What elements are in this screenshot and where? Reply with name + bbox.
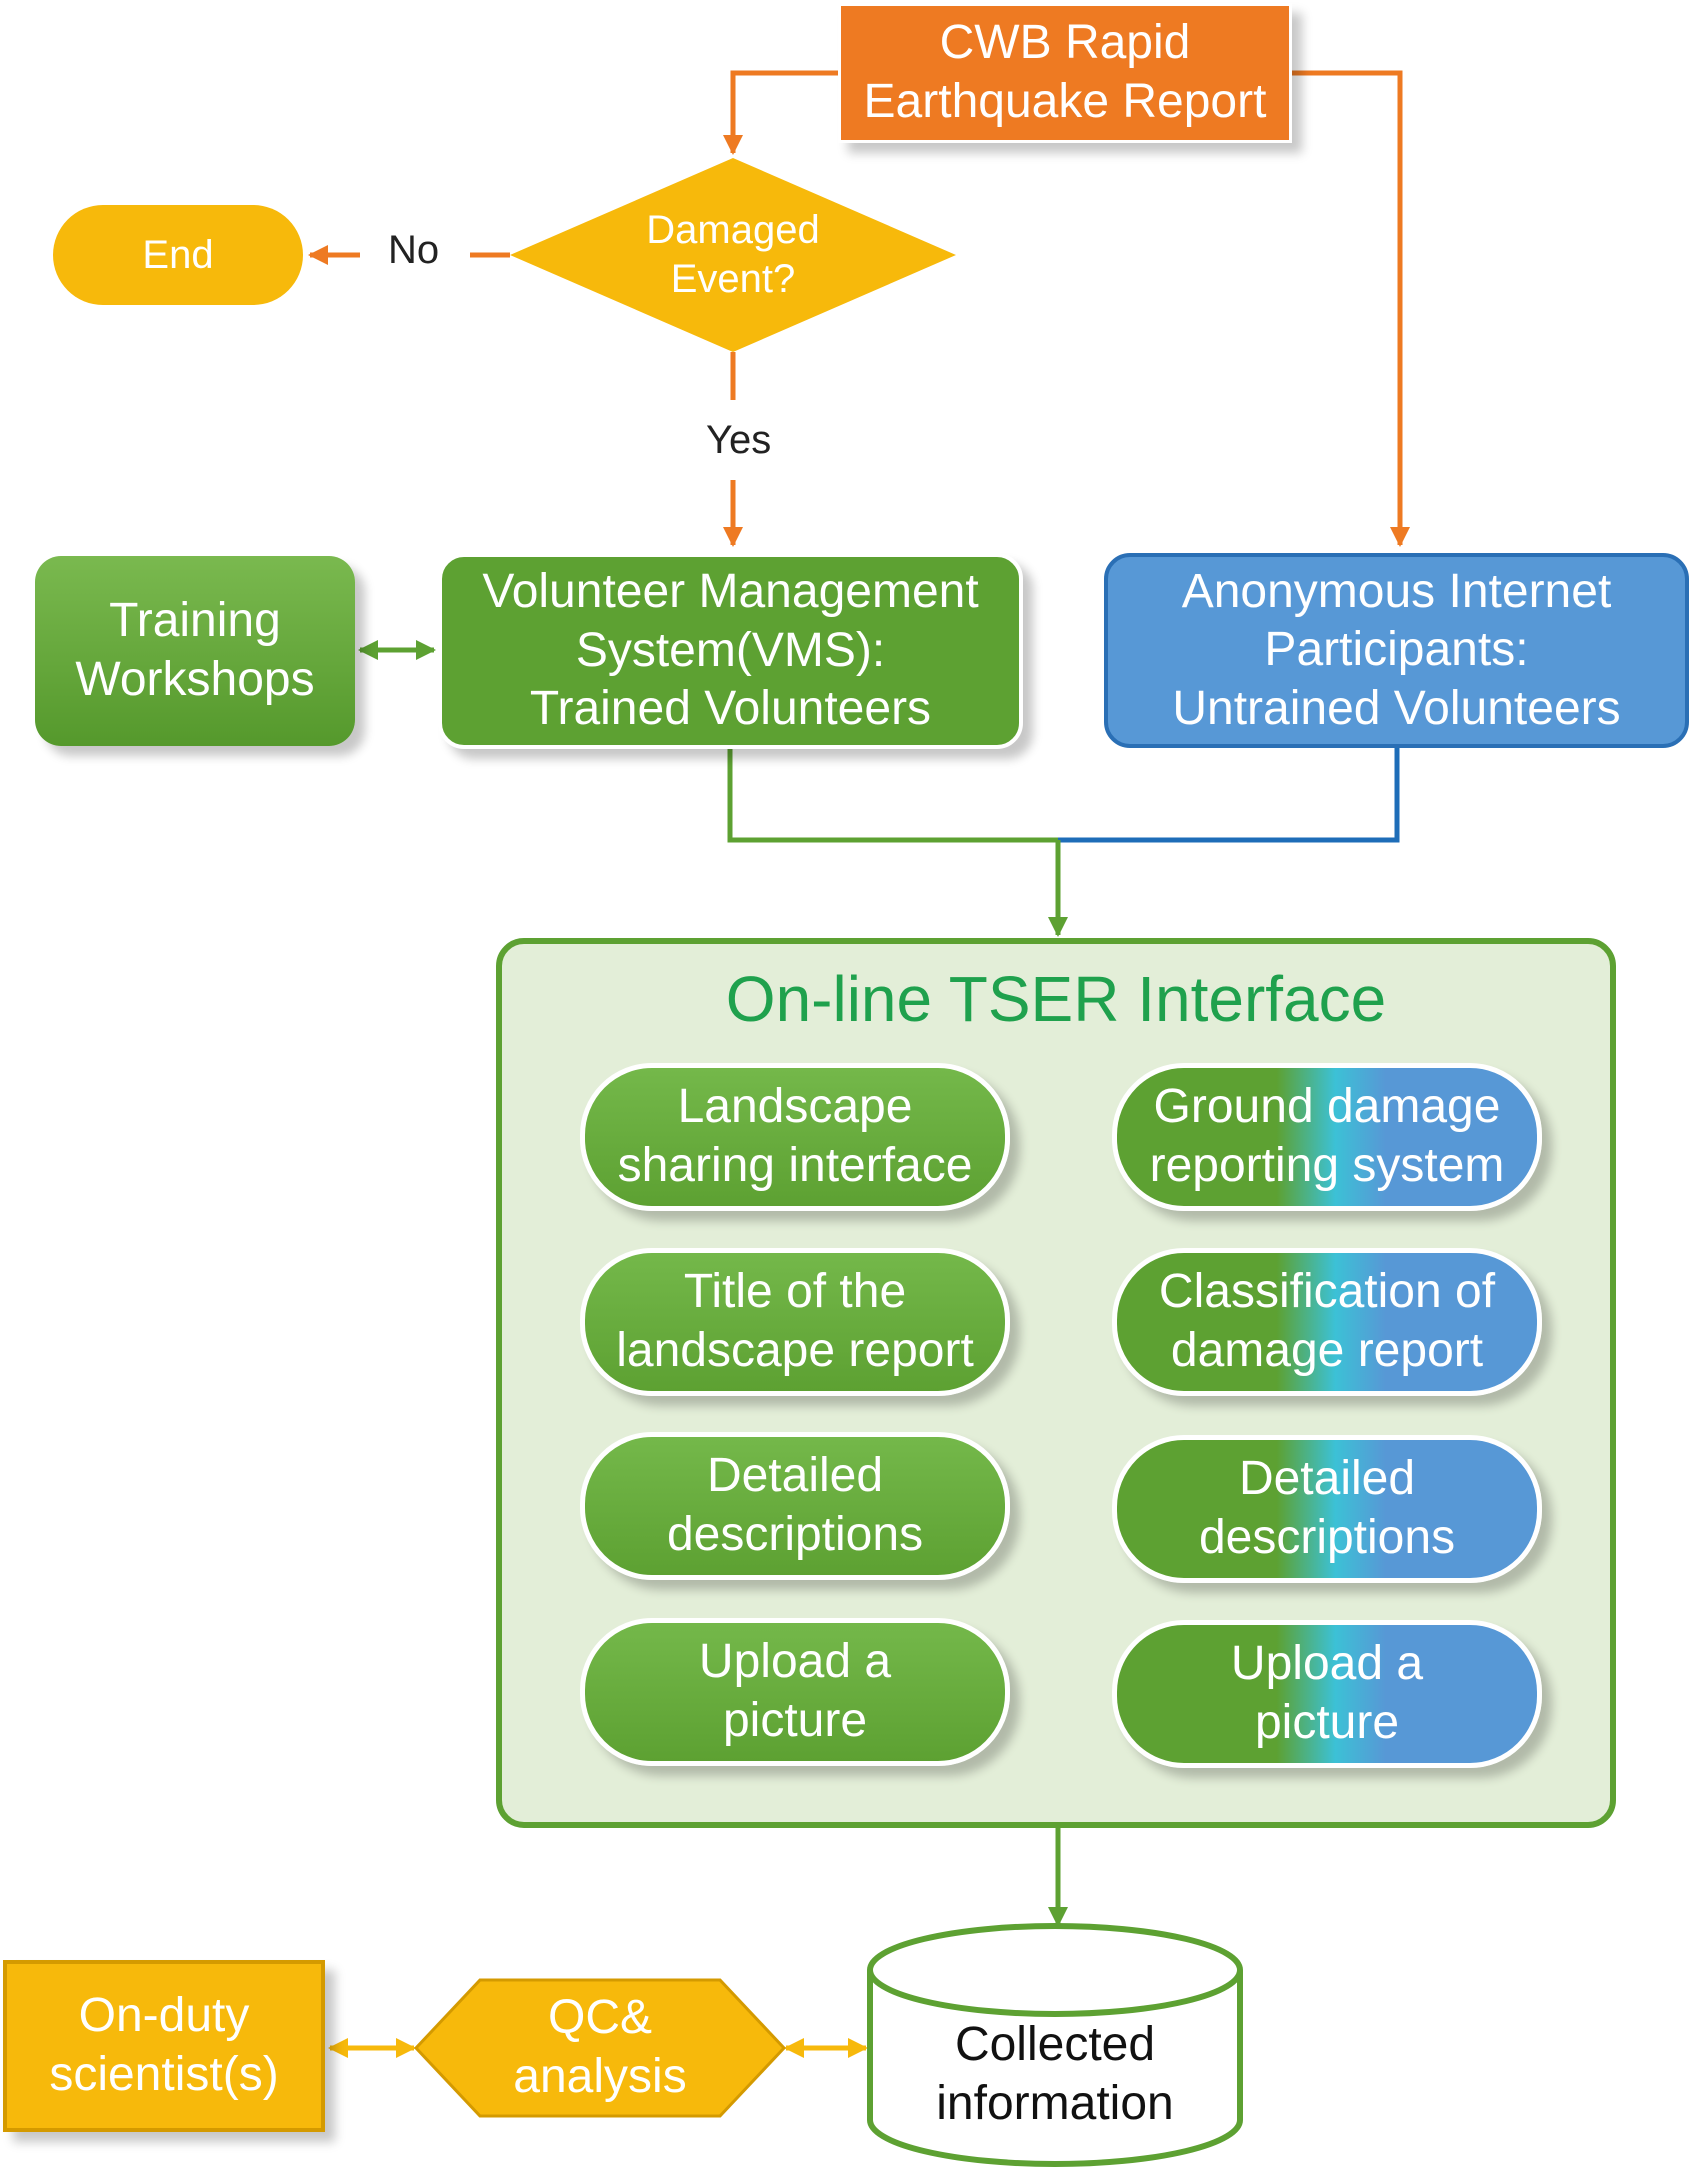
- end-label: End: [142, 232, 214, 277]
- collected-information: Collected information: [880, 2010, 1230, 2140]
- on-duty-scientists-label: On-duty scientist(s): [49, 1989, 279, 2101]
- collected-information-label: Collected information: [936, 2018, 1174, 2130]
- anonymous-participants-box: Anonymous Internet Participants: Untrain…: [1104, 553, 1689, 748]
- qc-analysis: QC& analysis: [470, 1985, 730, 2111]
- edge-vms-to-merge: [727, 747, 1058, 843]
- anonymous-participants-label: Anonymous Internet Participants: Untrain…: [1172, 564, 1621, 735]
- edge-label-no: No: [388, 228, 440, 272]
- landscape-upload-picture: Upload a picture: [580, 1618, 1010, 1766]
- vms-box: Volunteer Management System(VMS): Traine…: [438, 553, 1023, 749]
- training-workshops-label: Training Workshops: [75, 594, 315, 706]
- pill-label: Ground damage reporting system: [1149, 1080, 1505, 1192]
- on-duty-scientists-box: On-duty scientist(s): [3, 1960, 325, 2132]
- damage-detailed-descriptions: Detailed descriptions: [1112, 1435, 1542, 1583]
- edge-cwb-to-anonymous: [1292, 70, 1410, 547]
- pill-label: Upload a picture: [698, 1635, 892, 1747]
- pill-label: Classification of damage report: [1158, 1265, 1496, 1377]
- vms-label: Volunteer Management System(VMS): Traine…: [482, 565, 979, 736]
- tser-interface-title: On-line TSER Interface: [725, 963, 1387, 1035]
- damage-upload-picture: Upload a picture: [1112, 1620, 1542, 1768]
- ground-damage-reporting-system: Ground damage reporting system: [1112, 1063, 1542, 1211]
- decision-diamond-shape: [510, 158, 956, 352]
- edge-cwb-to-decision: [723, 70, 838, 155]
- collected-cylinder-shape: [867, 1923, 1243, 2167]
- cwb-report-label: CWB Rapid Earthquake Report: [863, 16, 1267, 128]
- cwb-report-box: CWB Rapid Earthquake Report: [838, 3, 1292, 143]
- damage-report-classification: Classification of damage report: [1112, 1248, 1542, 1396]
- edge-label-yes: Yes: [706, 418, 772, 462]
- pill-label: Title of the landscape report: [616, 1265, 974, 1377]
- pill-label: Detailed descriptions: [666, 1449, 924, 1561]
- qc-analysis-label: QC& analysis: [513, 1991, 687, 2103]
- decision-label: Damaged Event?: [646, 208, 820, 301]
- pill-label: Landscape sharing interface: [617, 1080, 973, 1192]
- decision-damaged-event: Damaged Event?: [580, 195, 886, 315]
- pill-label: Upload a picture: [1230, 1637, 1424, 1749]
- landscape-detailed-descriptions: Detailed descriptions: [580, 1432, 1010, 1580]
- pill-label: Detailed descriptions: [1198, 1452, 1456, 1564]
- end-terminal: End: [53, 205, 303, 305]
- landscape-sharing-interface: Landscape sharing interface: [580, 1063, 1010, 1211]
- training-workshops-box: Training Workshops: [35, 556, 355, 746]
- edge-anonymous-to-merge: [1058, 747, 1400, 843]
- landscape-report-title: Title of the landscape report: [580, 1248, 1010, 1396]
- qc-hexagon-shape: [413, 1978, 787, 2118]
